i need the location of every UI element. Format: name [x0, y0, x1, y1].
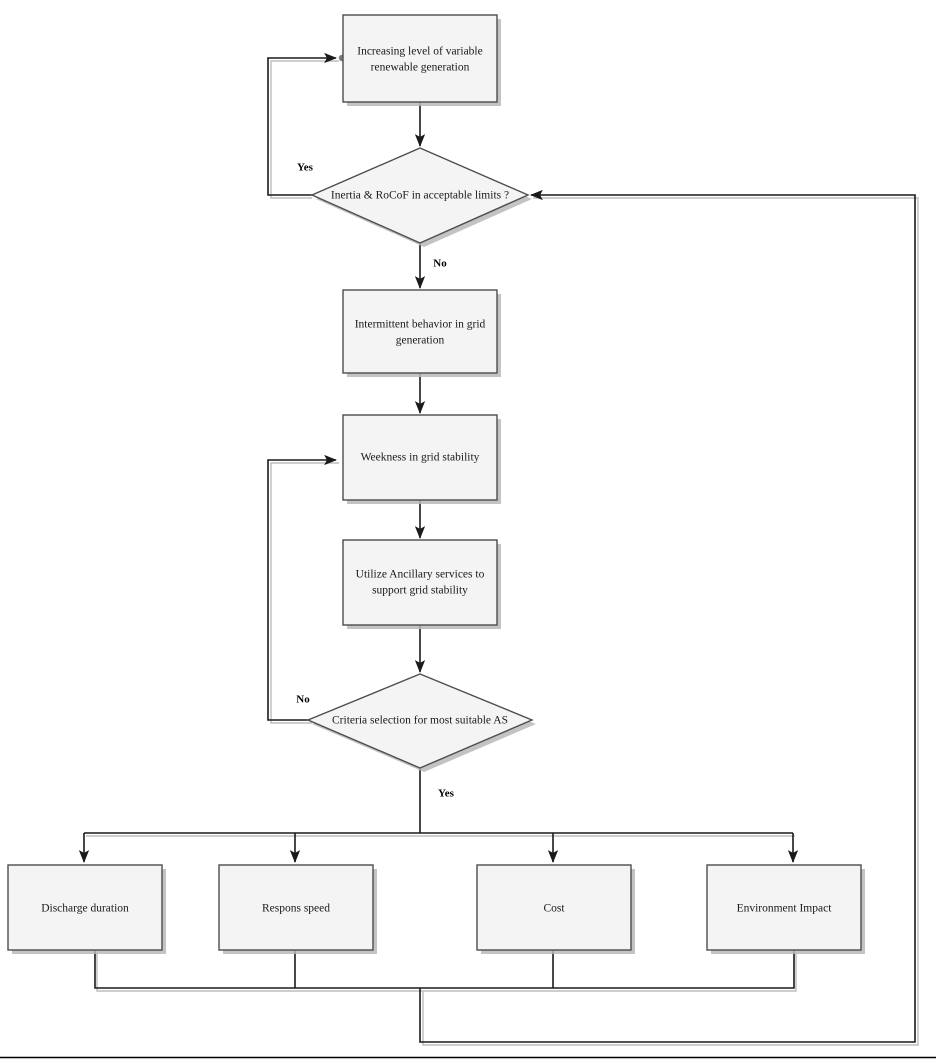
- node-discharge-duration[interactable]: Discharge duration: [7, 864, 166, 954]
- node-weakness-in-grid-stability[interactable]: Weekness in grid stability: [342, 414, 501, 504]
- edge-label-no-d2: No: [296, 694, 310, 706]
- connector-d2-no: [267, 454, 337, 721]
- connector-collector: [94, 950, 795, 989]
- node-respons-speed[interactable]: Respons speed: [218, 864, 377, 954]
- decision-inertia-rocof[interactable]: Inertia & RoCoF in acceptable limits ?: [310, 147, 532, 247]
- connector-feedback-shadow: [422, 197, 919, 1046]
- decision-label: Criteria selection for most suitable AS: [332, 715, 508, 727]
- node-label: Respons speed: [262, 903, 330, 915]
- decision-label: Inertia & RoCoF in acceptable limits ?: [331, 190, 509, 202]
- node-box[interactable]: [342, 289, 498, 374]
- node-box[interactable]: [7, 864, 163, 951]
- connector-d1-yes: [267, 52, 337, 196]
- connector-feedback-to-d1: [419, 189, 916, 1043]
- connector-layer: [78, 52, 919, 1046]
- node-box[interactable]: [342, 539, 498, 626]
- node-box[interactable]: [342, 414, 498, 501]
- edge-label-yes-d2: Yes: [438, 788, 455, 800]
- decision-diamond[interactable]: [310, 147, 530, 244]
- node-label-line2: support grid stability: [372, 585, 468, 597]
- node-box[interactable]: [476, 864, 632, 951]
- node-label-line2: renewable generation: [371, 62, 470, 74]
- node-label: Weekness in grid stability: [361, 452, 480, 464]
- node-label: Discharge duration: [41, 903, 129, 915]
- connector-d1-yes-shadow: [270, 60, 339, 199]
- decision-diamond[interactable]: [306, 673, 534, 769]
- node-environment-impact[interactable]: Environment Impact: [706, 864, 865, 954]
- node-cost[interactable]: Cost: [476, 864, 635, 954]
- edge-label-yes-d1: Yes: [297, 162, 314, 174]
- node-label-line1: Increasing level of variable: [357, 46, 482, 58]
- node-box[interactable]: [342, 14, 498, 103]
- node-label: Environment Impact: [737, 903, 833, 915]
- decision-criteria-selection[interactable]: Criteria selection for most suitable AS: [306, 673, 536, 772]
- edge-label-no-d1: No: [433, 258, 447, 270]
- node-increasing-renewable-generation[interactable]: Increasing level of variable renewable g…: [342, 14, 501, 106]
- node-box[interactable]: [218, 864, 374, 951]
- node-intermittent-behavior[interactable]: Intermittent behavior in grid generation: [342, 289, 501, 377]
- node-label: Cost: [543, 903, 565, 915]
- node-box[interactable]: [706, 864, 862, 951]
- node-label-line1: Intermittent behavior in grid: [355, 319, 486, 331]
- connector-collector-shadow: [96, 953, 797, 992]
- node-label-line2: generation: [396, 335, 445, 347]
- edge-label-layer: Yes No No Yes: [296, 162, 454, 800]
- node-label-line1: Utilize Ancillary services to: [356, 569, 485, 581]
- node-utilize-ancillary-services[interactable]: Utilize Ancillary services to support gr…: [342, 539, 501, 629]
- connector-d2-no-shadow: [270, 462, 339, 724]
